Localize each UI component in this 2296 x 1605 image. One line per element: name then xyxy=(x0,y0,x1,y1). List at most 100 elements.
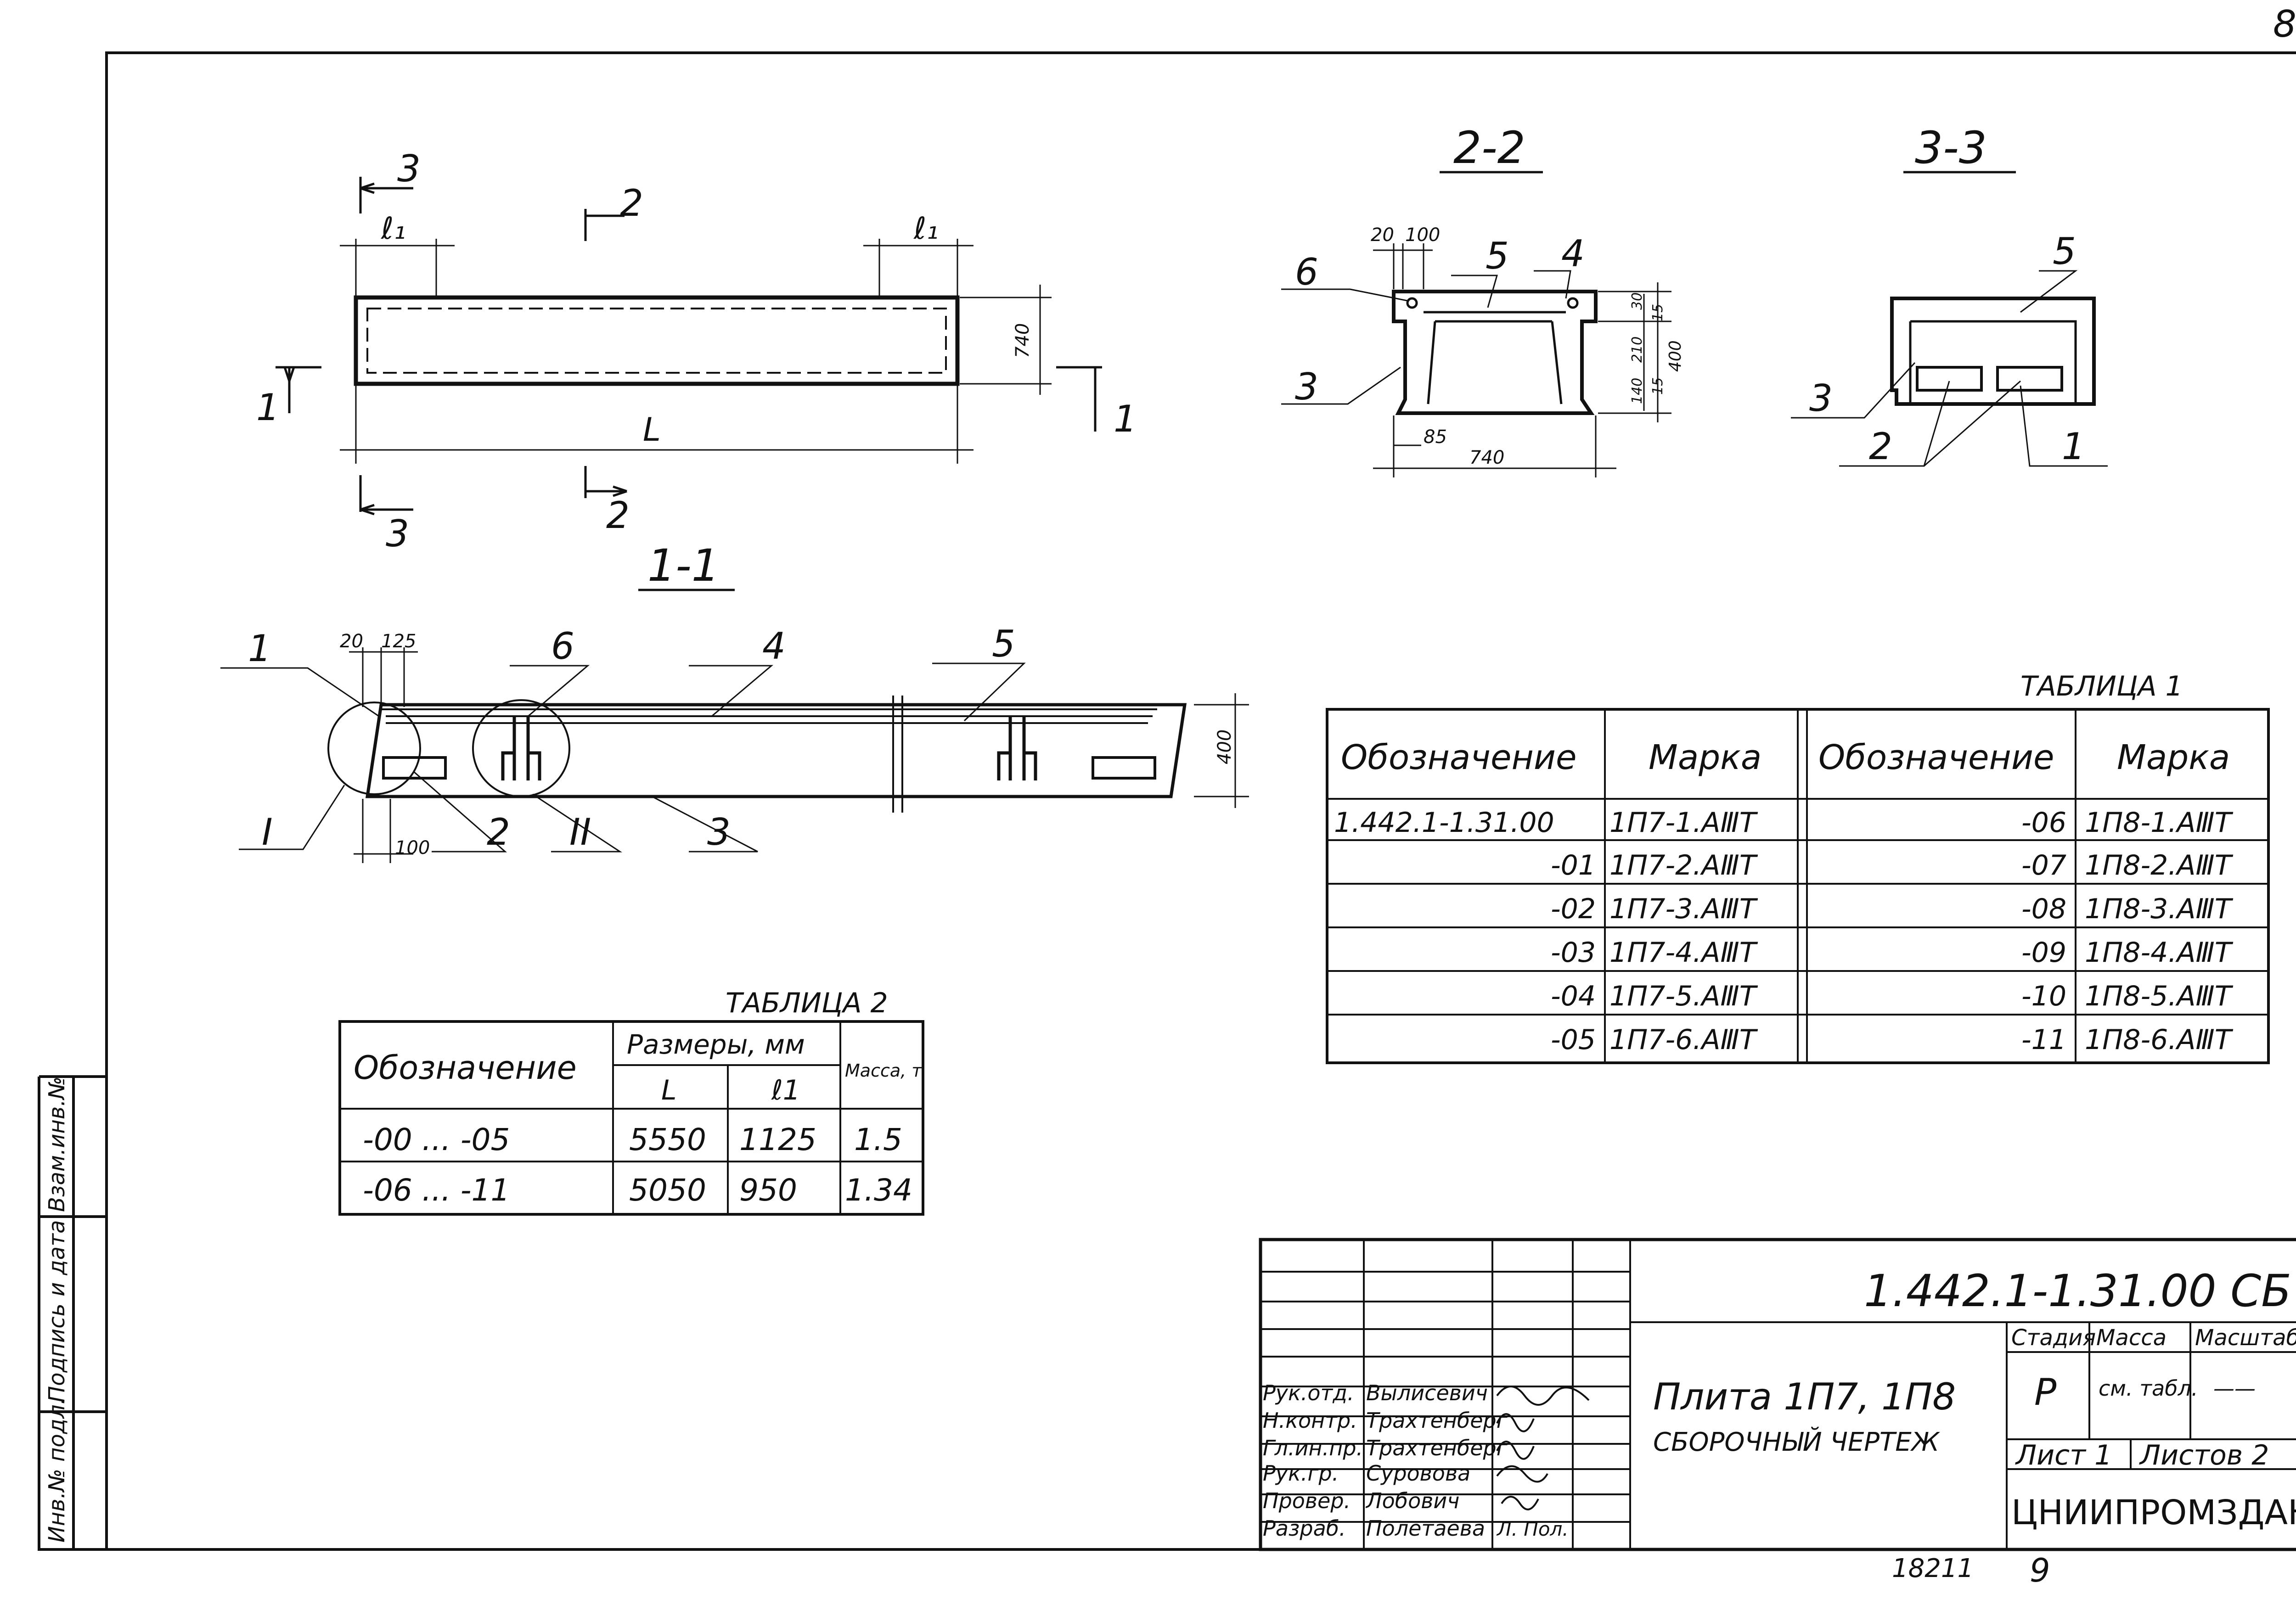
section-3-3: 3-3 5 3 2 1 xyxy=(1791,122,2108,468)
table-1-header-mark-2: Марка xyxy=(2117,738,2230,777)
stamp-header-scale: Масштаб xyxy=(2195,1325,2296,1351)
section-2-2-dim-85: 85 xyxy=(1424,427,1447,448)
title-block-grid xyxy=(1261,1240,2296,1549)
stamp-role: Н.контр. xyxy=(1263,1408,1357,1433)
table-2-cell: 1.5 xyxy=(854,1122,902,1157)
cut-2-top-label: 2 xyxy=(620,182,643,224)
section-2-2-dim-140: 140 xyxy=(1629,378,1645,404)
table-1-header-mark-1: Марка xyxy=(1649,738,1761,777)
section-2-2-dim-210: 210 xyxy=(1629,337,1645,363)
table-1-cell: -09 xyxy=(2021,937,2066,969)
section-1-1-break xyxy=(892,696,903,813)
table-1-row: -01 1П7-2.АⅢТ -07 1П8-2.АⅢТ xyxy=(1551,849,2234,881)
table-1-cell: 1П8-5.АⅢТ xyxy=(2085,980,2234,1012)
table-1-cell: 1П8-4.АⅢТ xyxy=(2085,937,2234,969)
section-2-2-dim-100: 100 xyxy=(1405,224,1440,246)
detail-II-circle xyxy=(472,699,570,797)
dim-l1-right-line xyxy=(863,239,974,296)
section-1-1-dims xyxy=(349,647,1249,863)
table-1-cell: 1П7-2.АⅢТ xyxy=(1609,849,1758,881)
table-1-cell: 1П7-3.АⅢТ xyxy=(1609,893,1758,925)
table-1-cell: 1П8-6.АⅢТ xyxy=(2085,1024,2234,1056)
section-1-1-leaders xyxy=(220,662,1026,853)
section-1-1-label-6: 6 xyxy=(551,625,574,668)
table-1-cell: 1.442.1-1.31.00 xyxy=(1334,807,1554,839)
section-1-1-label-1: 1 xyxy=(248,627,271,670)
cut-2-top-marker xyxy=(584,209,625,241)
stamp-signatures xyxy=(1496,1386,1590,1510)
table-2-grid xyxy=(340,1021,923,1214)
section-1-1-dim-100: 100 xyxy=(395,837,430,859)
table-2-header-sizes: Размеры, мм xyxy=(627,1029,805,1060)
title-block: 1.442.1-1.31.00 СБ Плита 1П7, 1П8 СБОРОЧ… xyxy=(1259,1238,2296,1551)
section-3-3-plate-right xyxy=(1996,366,2063,392)
section-3-3-title: 3-3 xyxy=(1915,122,1987,174)
section-2-2-dim-20: 20 xyxy=(1371,224,1394,246)
section-1-1-dim-125: 125 xyxy=(381,631,416,652)
section-2-2-dims xyxy=(1373,243,1671,477)
detail-I-circle xyxy=(327,701,421,795)
section-1-1-loop-left xyxy=(501,716,541,780)
side-strip: Инв.№ подл. Подпись и дата Взам.инв.№ xyxy=(38,1075,107,1551)
table-2-header-l1: ℓ1 xyxy=(771,1074,800,1106)
table-1-cell: -06 xyxy=(2021,807,2066,839)
table-2-cell: 1.34 xyxy=(845,1173,912,1208)
table-1-cell: 1П8-3.АⅢТ xyxy=(2085,893,2234,925)
side-strip-frame xyxy=(38,1075,107,1551)
table-1-cell: -08 xyxy=(2021,893,2066,925)
section-1-1-plate-right xyxy=(1092,756,1156,780)
section-1-1-label-2: 2 xyxy=(487,811,510,853)
stamp-sheets: Листов 2 xyxy=(2139,1439,2269,1471)
section-2-2: 2-2 6 5 4 3 20 100 85 740 30 15 400 210 … xyxy=(1281,122,1685,477)
section-3-3-label-1: 1 xyxy=(2062,425,2085,468)
dim-L-label: L xyxy=(643,411,661,449)
stamp-mass: см. табл. xyxy=(2099,1376,2198,1401)
table-1-cell: 1П7-5.АⅢТ xyxy=(1609,980,1758,1012)
section-2-2-title: 2-2 xyxy=(1453,122,1525,174)
table-1-row: -05 1П7-6.АⅢТ -11 1П8-6.АⅢТ xyxy=(1551,1024,2234,1056)
section-1-1-label-5: 5 xyxy=(992,623,1015,665)
table-2-row: -00 ... -05 5550 1125 1.5 xyxy=(363,1122,902,1157)
stamp-stage: Р xyxy=(2034,1371,2057,1414)
section-1-1-label-4: 4 xyxy=(762,625,786,668)
cut-2-bottom-label: 2 xyxy=(606,494,630,537)
section-1-1-rebars xyxy=(381,708,1157,724)
stamp-name: Трахтенберг xyxy=(1366,1408,1508,1433)
table-1-row: -04 1П7-5.АⅢТ -10 1П8-5.АⅢТ xyxy=(1551,980,2234,1012)
table-2-cell: 1125 xyxy=(739,1122,816,1157)
table-2-header-designation: Обозначение xyxy=(354,1049,577,1087)
section-2-2-bar-left xyxy=(1406,297,1418,309)
section-2-2-label-4: 4 xyxy=(1561,232,1585,275)
table-2-caption: ТАБЛИЦА 2 xyxy=(726,987,888,1019)
section-1-1-dim-400: 400 xyxy=(1214,730,1235,764)
cut-1-left-label: 1 xyxy=(256,386,280,429)
table-1-cell: -04 xyxy=(1551,980,1596,1012)
table-1-caption: ТАБЛИЦА 1 xyxy=(2020,670,2183,702)
table-1-cell: -11 xyxy=(2021,1024,2066,1056)
cut-1-right-label: 1 xyxy=(1114,398,1137,440)
stamp-sheet: Лист 1 xyxy=(2015,1439,2112,1471)
side-strip-signature-date: Подпись и дата xyxy=(44,1220,70,1403)
table-1-row: 1.442.1-1.31.00 1П7-1.АⅢТ -06 1П8-1.АⅢТ xyxy=(1334,807,2234,839)
section-2-2-label-5: 5 xyxy=(1486,235,1509,277)
table-1-cell: 1П7-1.АⅢТ xyxy=(1609,807,1758,839)
table-1-cell: -05 xyxy=(1551,1024,1596,1056)
section-1-1-label-II: II xyxy=(569,811,591,853)
stamp-name: Полетаева xyxy=(1366,1516,1485,1541)
section-2-2-outline xyxy=(1392,290,1598,415)
table-1-cell: -01 xyxy=(1551,849,1596,881)
stamp-scale: —— xyxy=(2213,1376,2256,1401)
table-1-row: -03 1П7-4.АⅢТ -09 1П8-4.АⅢТ xyxy=(1551,937,2234,969)
table-2-row: -06 ... -11 5050 950 1.34 xyxy=(363,1173,912,1208)
section-1-1-dim-20: 20 xyxy=(340,631,363,652)
stamp-header-stage: Стадия xyxy=(2011,1325,2096,1351)
section-2-2-dim-15b: 15 xyxy=(1650,377,1666,395)
section-2-2-dim-740: 740 xyxy=(1469,447,1504,468)
table-1-cell: 1П8-2.АⅢТ xyxy=(2085,849,2234,881)
section-3-3-label-2: 2 xyxy=(1869,425,1892,468)
table-1-cell: 1П7-6.АⅢТ xyxy=(1609,1024,1758,1056)
stamp-title-line2: СБОРОЧНЫЙ ЧЕРТЕЖ xyxy=(1653,1427,1941,1457)
stamp-role: Разраб. xyxy=(1263,1516,1346,1541)
side-strip-replacement: Взам.инв.№ xyxy=(44,1077,70,1212)
